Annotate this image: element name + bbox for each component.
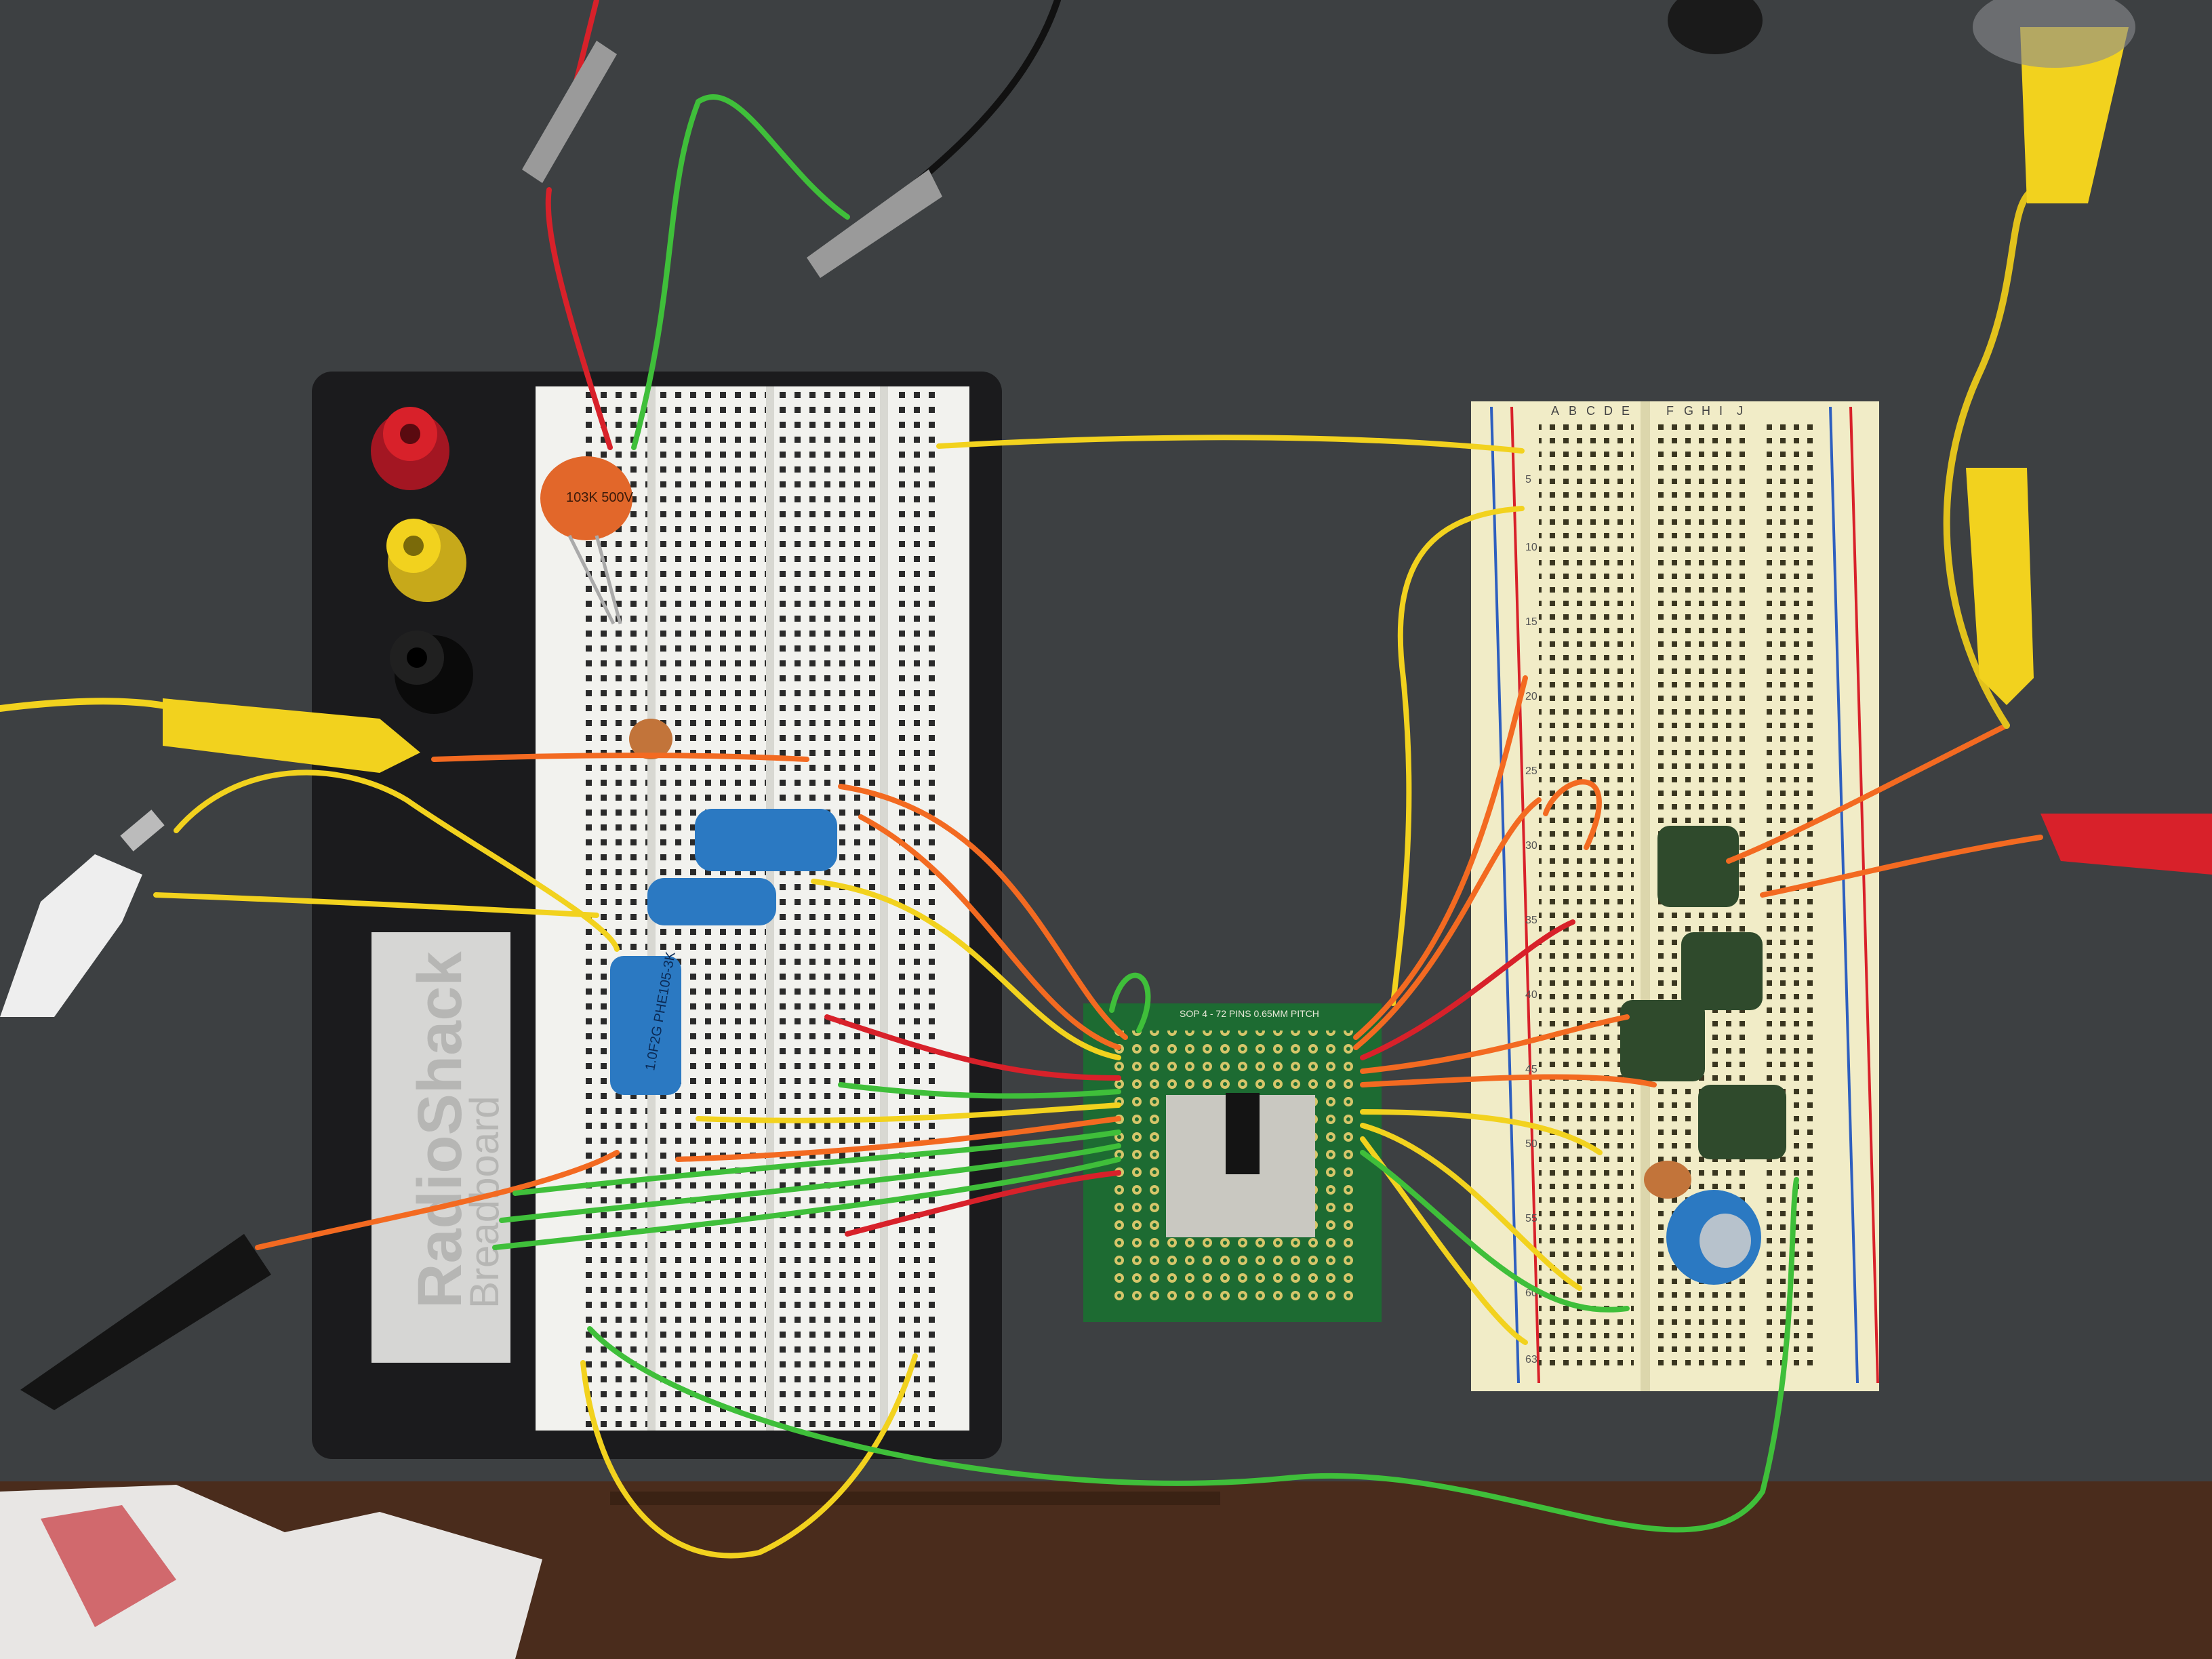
svg-text:D: D xyxy=(1604,404,1613,418)
alligator-clip-metal-top xyxy=(522,41,942,278)
film-cap-blue-2 xyxy=(647,878,776,925)
electrolytic-capacitor xyxy=(1666,1190,1761,1285)
small-ceramic-cap xyxy=(629,719,672,759)
svg-text:I: I xyxy=(1719,404,1723,418)
brand-text: RadioShack xyxy=(405,951,475,1308)
brand-plate xyxy=(371,932,510,1363)
svg-text:J: J xyxy=(1737,404,1743,418)
alligator-clip-red-right xyxy=(2040,814,2212,875)
svg-text:30: 30 xyxy=(1525,840,1537,852)
svg-text:15: 15 xyxy=(1525,616,1537,628)
sop-adapter-board: SOP 4 - 72 PINS 0.65MM PITCH xyxy=(1083,1003,1382,1322)
ceramic-capacitor-orange: 103K 500V xyxy=(540,456,634,625)
svg-text:40: 40 xyxy=(1525,989,1537,1001)
svg-text:E: E xyxy=(1622,404,1630,418)
svg-text:5: 5 xyxy=(1525,474,1531,485)
small-cap-right xyxy=(1644,1161,1691,1199)
svg-text:63: 63 xyxy=(1525,1354,1537,1365)
binding-post-red xyxy=(371,407,449,490)
binding-post-yellow xyxy=(386,519,466,602)
svg-text:10: 10 xyxy=(1525,542,1537,553)
film-cap-blue-3: 1.0F2G PHE105-3K xyxy=(610,950,681,1095)
svg-text:103K 500V: 103K 500V xyxy=(566,490,634,505)
svg-text:25: 25 xyxy=(1525,765,1537,777)
svg-text:20: 20 xyxy=(1525,691,1537,702)
svg-text:55: 55 xyxy=(1525,1213,1537,1224)
plastic-bag-red xyxy=(41,1505,176,1627)
svg-text:45: 45 xyxy=(1525,1064,1537,1075)
green-cap-2 xyxy=(1681,932,1763,1010)
green-cap-3 xyxy=(1620,1000,1705,1081)
left-breadboard xyxy=(536,386,969,1431)
rca-plug xyxy=(0,809,165,1017)
svg-text:35: 35 xyxy=(1525,915,1537,926)
green-cap-1 xyxy=(1657,826,1739,907)
jumper-wires xyxy=(0,0,2043,1559)
alligator-clip-black-left xyxy=(20,1234,271,1410)
background-object-glass xyxy=(1973,0,2135,68)
svg-text:50: 50 xyxy=(1525,1138,1537,1150)
column-letters-top-left: A B C D E xyxy=(1551,404,1630,418)
background-object xyxy=(1668,0,1763,54)
binding-post-black xyxy=(390,631,473,714)
column-letters-top-right: F G H I J xyxy=(1666,404,1743,418)
svg-text:C: C xyxy=(1586,404,1595,418)
svg-text:B: B xyxy=(1569,404,1577,418)
green-cap-4 xyxy=(1698,1085,1786,1159)
svg-text:G: G xyxy=(1684,404,1693,418)
alligator-clip-yellow-left xyxy=(163,698,420,773)
alligator-clip-yellow-right xyxy=(1966,27,2129,705)
svg-text:H: H xyxy=(1702,404,1710,418)
floor-plank xyxy=(610,1492,1220,1505)
adapter-label: SOP 4 - 72 PINS 0.65MM PITCH xyxy=(1180,1008,1319,1019)
svg-text:A: A xyxy=(1551,404,1559,418)
film-cap-blue-1 xyxy=(695,809,837,871)
svg-text:F: F xyxy=(1666,404,1674,418)
